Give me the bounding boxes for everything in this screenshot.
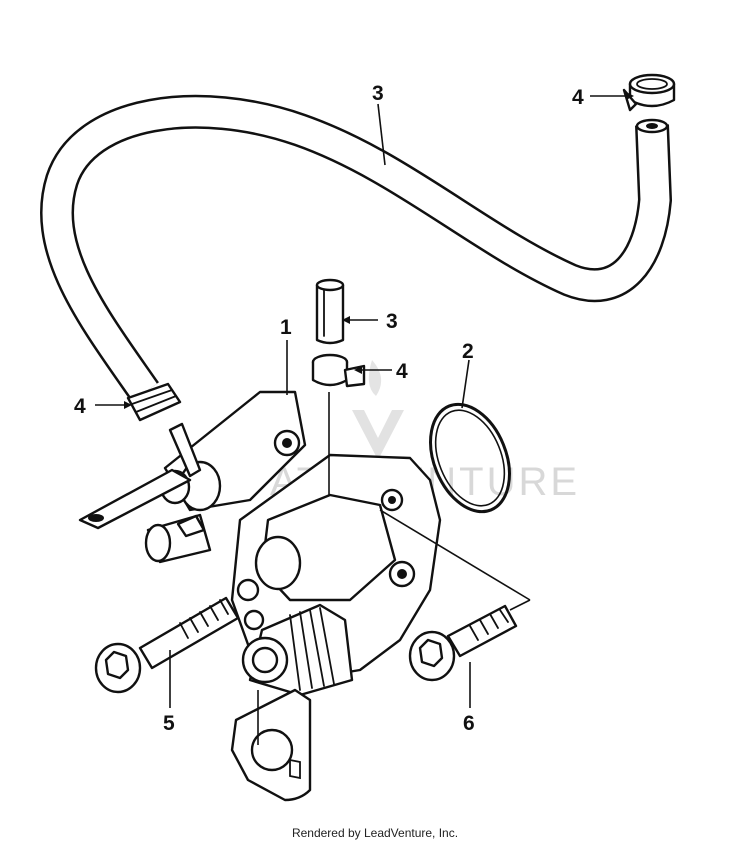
bolt-6 <box>408 604 518 682</box>
callout-6: 6 <box>463 712 475 735</box>
hose-clip-left <box>126 382 182 422</box>
footer-credit: Rendered by LeadVenture, Inc. <box>291 826 459 840</box>
callout-1: 1 <box>280 316 292 339</box>
o-ring-gasket <box>429 402 511 514</box>
callout-5: 5 <box>163 712 175 735</box>
callout-4-mid: 4 <box>396 360 408 383</box>
oil-pump-assembly <box>78 390 442 802</box>
callout-2: 2 <box>462 340 474 363</box>
callout-4-left: 4 <box>74 395 86 418</box>
hose-clip-top <box>622 73 676 112</box>
callout-3-hose: 3 <box>372 82 384 105</box>
long-hose <box>40 94 673 402</box>
leader-lines <box>95 92 634 745</box>
callout-3-short: 3 <box>386 310 398 333</box>
short-hose <box>315 278 345 345</box>
callout-4-top: 4 <box>572 86 584 109</box>
bolt-5 <box>94 596 240 694</box>
